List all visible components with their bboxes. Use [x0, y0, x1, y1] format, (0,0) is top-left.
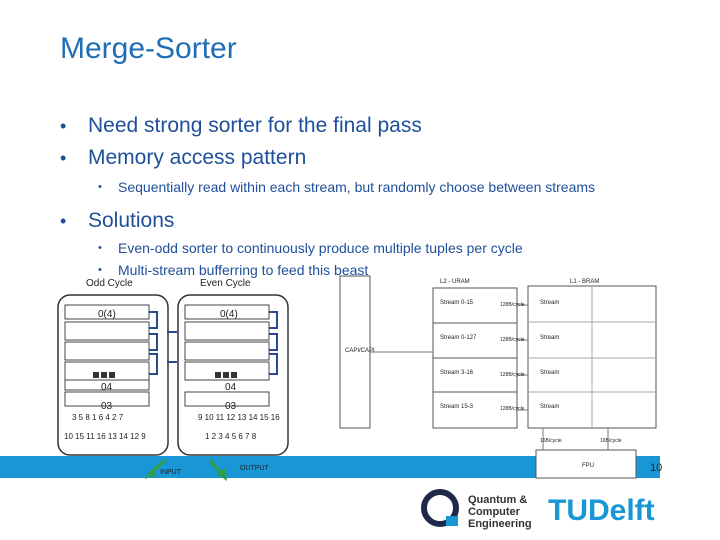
bullet-dot-icon: • [60, 210, 67, 231]
sub-bullet-item: • Multi-stream bufferring to feed this b… [60, 259, 595, 281]
bullet-dot-icon: • [60, 115, 67, 136]
fpu-label: FPU [582, 463, 594, 469]
bandwidth-label: 16B/cycle [600, 438, 622, 444]
even-sequence: 9 10 11 12 13 14 15 16 [198, 413, 280, 422]
bullet-text: Memory access pattern [88, 146, 307, 169]
stream-label: Stream [540, 370, 560, 376]
bandwidth-label: 16B/cycle [540, 438, 562, 444]
stream-label: Stream 3-16 [440, 370, 474, 376]
odd-top-value: 0(4) [98, 309, 116, 320]
bandwidth-label: 128B/cycle [500, 302, 525, 308]
odd-mid2-value: 03 [101, 401, 113, 412]
bullet-list: • Need strong sorter for the final pass … [60, 110, 595, 281]
bandwidth-label: 128B/cycle [500, 372, 525, 378]
odd-mid1-value: 04 [101, 382, 113, 393]
bullet-dot-icon: • [98, 242, 102, 254]
page-number: 10 [650, 462, 663, 474]
stream-label: Stream [540, 404, 560, 410]
odd-cycle-label: Odd Cycle [86, 278, 133, 289]
bullet-dot-icon: • [60, 147, 67, 168]
even-top-value: 0(4) [220, 309, 238, 320]
output-label: OUTPUT [240, 465, 269, 472]
qce-line-3: Engineering [468, 518, 532, 530]
stream-label: Stream [540, 300, 560, 306]
bullet-item: • Need strong sorter for the final pass [60, 110, 595, 142]
even-mid2-value: 03 [225, 401, 237, 412]
input-label: INPUT [160, 469, 181, 476]
bandwidth-label: 128B/cycle [500, 406, 525, 412]
bullet-text: Need strong sorter for the final pass [88, 114, 422, 137]
l2-label: L2 - URAM [440, 279, 470, 285]
page-title: Merge-Sorter [60, 32, 237, 65]
capi-label: CAPI/CAPI [345, 348, 375, 354]
l1-label: L1 - BRAM [570, 279, 600, 285]
qce-line-1: Quantum & [468, 494, 528, 506]
sub-bullet-text: Even-odd sorter to continuously produce … [118, 240, 523, 256]
even-mid1-value: 04 [225, 382, 237, 393]
bullet-text: Solutions [88, 209, 175, 232]
even-sequence-2: 1 2 3 4 5 6 7 8 [205, 432, 257, 441]
bandwidth-label: 128B/cycle [500, 337, 525, 343]
sub-bullet-text: Sequentially read within each stream, bu… [118, 178, 596, 195]
tudelft-logo: TUDelft [548, 494, 655, 527]
sub-bullet-text: Multi-stream bufferring to feed this bea… [118, 262, 369, 278]
qce-logo-icon [421, 489, 459, 527]
qce-line-2: Computer [468, 506, 520, 518]
bullet-item: • Solutions [60, 205, 595, 237]
even-odd-sorter-diagram [57, 294, 289, 481]
architecture-diagram [339, 275, 657, 479]
sub-bullet-item: • Sequentially read within each stream, … [60, 174, 595, 199]
bullet-dot-icon: • [98, 180, 102, 193]
qce-logo-text: Quantum & Computer Engineering [468, 494, 532, 530]
bullet-item: • Memory access pattern [60, 142, 595, 174]
stream-label: Stream 0-15 [440, 300, 474, 306]
odd-sequence-2: 10 15 11 16 13 14 12 9 [64, 432, 146, 441]
stream-label: Stream 15-3 [440, 404, 474, 410]
sub-bullet-item: • Even-odd sorter to continuously produc… [60, 237, 595, 259]
odd-sequence: 3 5 8 1 6 4 2 7 [72, 413, 124, 422]
stream-label: Stream [540, 335, 560, 341]
even-cycle-label: Even Cycle [200, 278, 251, 289]
stream-label: Stream 0-127 [440, 335, 477, 341]
bullet-dot-icon: • [98, 264, 102, 276]
